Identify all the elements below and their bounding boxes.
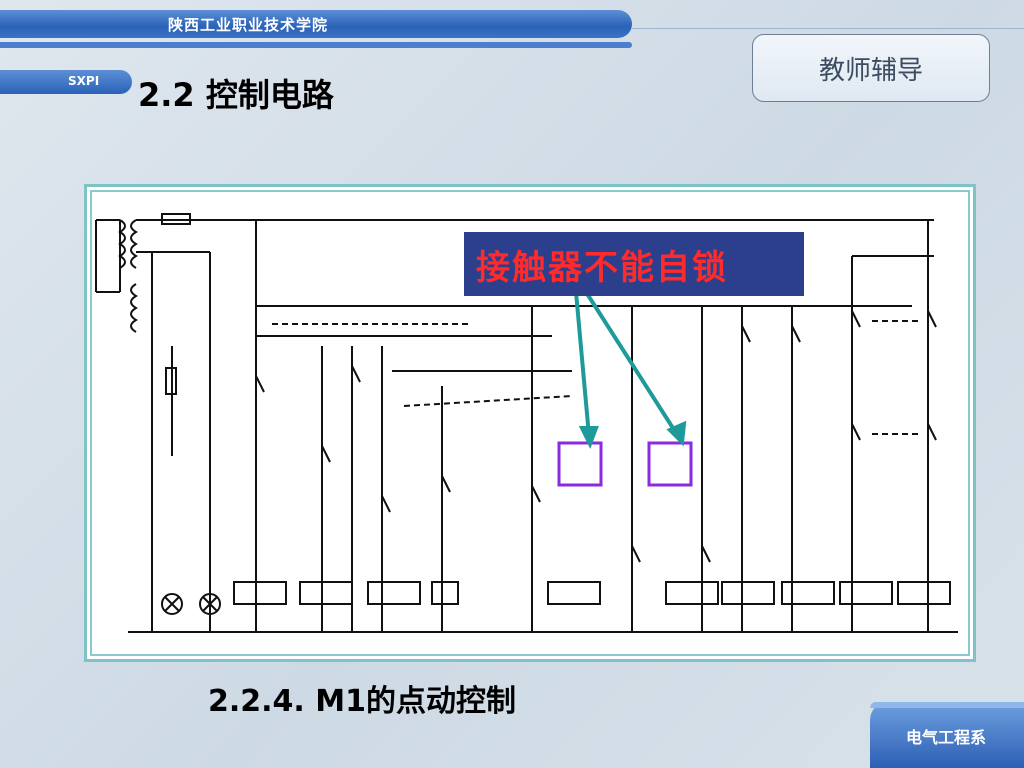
- footer-highlight: [870, 702, 1024, 708]
- sxpi-bar: [0, 70, 132, 94]
- department-label: 电气工程系: [906, 728, 987, 747]
- section-title: 2.2 控制电路: [138, 76, 334, 114]
- header-underline: [0, 42, 632, 48]
- circuit-diagram: [95, 213, 958, 633]
- header-divider: [632, 28, 1024, 29]
- school-name: 陕西工业职业技术学院: [168, 16, 329, 34]
- footer-tab: [870, 702, 1024, 768]
- header-bar: [0, 10, 632, 38]
- slide-subtitle: 2.2.4. M1的点动控制: [208, 684, 516, 719]
- teacher-guide-button[interactable]: 教师辅导: [752, 34, 990, 102]
- callout-label: 接触器不能自锁: [464, 232, 804, 296]
- school-abbr: SXPI: [68, 74, 100, 88]
